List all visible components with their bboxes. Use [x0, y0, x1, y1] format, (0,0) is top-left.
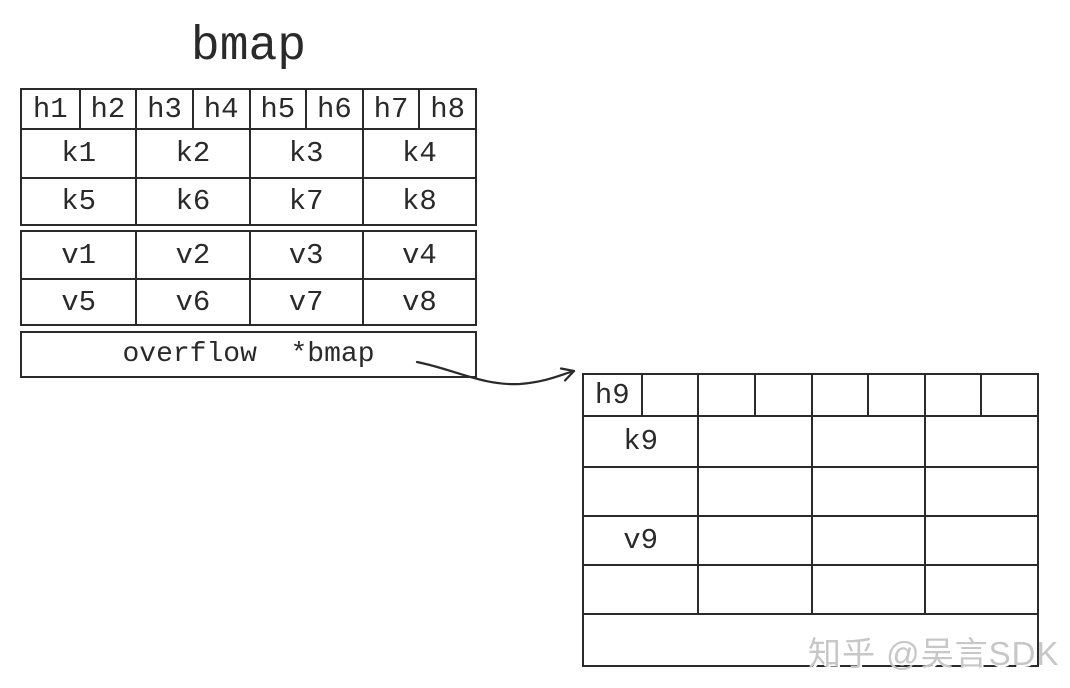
key-value-cell: k9 — [623, 425, 659, 458]
hash-cell: h9 — [594, 378, 630, 412]
hash-cell — [753, 375, 811, 415]
value-cell: v1 — [61, 238, 97, 272]
key-cell: k4 — [361, 130, 475, 177]
hash-cell: h4 — [191, 90, 249, 128]
main-bucket-overflow-row: overflow *bmap — [20, 331, 477, 378]
hash-cell — [923, 375, 981, 415]
key-cell: k2 — [135, 130, 248, 177]
key-cell: k6 — [135, 177, 249, 224]
key-value-cell — [923, 417, 1037, 466]
hash-cell — [640, 375, 698, 415]
key-value-cell — [697, 564, 811, 613]
key-cell: k5 — [22, 177, 136, 224]
overflow-bucket-overflow-row — [582, 615, 1039, 667]
watermark: 知乎 @吴言SDK — [808, 635, 1060, 672]
key-cell: k3 — [248, 130, 362, 177]
key-value-cell — [810, 515, 924, 564]
key-value-cell: v9 — [584, 515, 698, 564]
value-cell: v3 — [248, 232, 362, 278]
hash-cell — [867, 375, 924, 415]
value-cell: v4 — [361, 232, 475, 278]
key-value-cell — [584, 466, 698, 515]
key-cell: k8 — [361, 177, 475, 224]
overflow-arrow — [415, 360, 576, 386]
value-cell: v2 — [135, 232, 248, 278]
key-value-cell — [923, 466, 1037, 515]
diagram-title: bmap — [190, 20, 307, 74]
key-value-cell — [810, 417, 924, 466]
overflow-bucket-body-grid: k9 v9 — [582, 417, 1039, 615]
hash-cell — [697, 375, 754, 415]
key-value-cell — [923, 515, 1037, 564]
key-cell: k1 — [61, 137, 97, 170]
key-value-cell — [584, 564, 698, 613]
key-value-cell — [697, 417, 810, 466]
hash-cell: h5 — [248, 90, 306, 128]
overflow-pointer-label: overflow *bmap — [122, 339, 375, 370]
hash-cell: h1 — [32, 92, 68, 126]
value-cell: v7 — [248, 278, 362, 324]
value-cell: v5 — [22, 278, 136, 324]
key-value-cell — [697, 515, 811, 564]
value-cell: v8 — [361, 278, 475, 324]
hash-cell — [980, 375, 1037, 415]
overflow-bucket-hash-row: h9 — [582, 373, 1039, 417]
value-cell: v6 — [135, 278, 249, 324]
hash-cell: h6 — [305, 90, 362, 128]
hash-cell — [810, 375, 868, 415]
hash-cell: h7 — [361, 90, 419, 128]
hash-cell: h3 — [135, 90, 192, 128]
hash-cell: h8 — [418, 90, 475, 128]
key-value-cell — [810, 564, 924, 613]
key-value-cell — [923, 564, 1037, 613]
hash-cell: h2 — [78, 90, 136, 128]
key-value-cell — [697, 466, 811, 515]
key-value-cell — [810, 466, 924, 515]
key-cell: k7 — [248, 177, 362, 224]
